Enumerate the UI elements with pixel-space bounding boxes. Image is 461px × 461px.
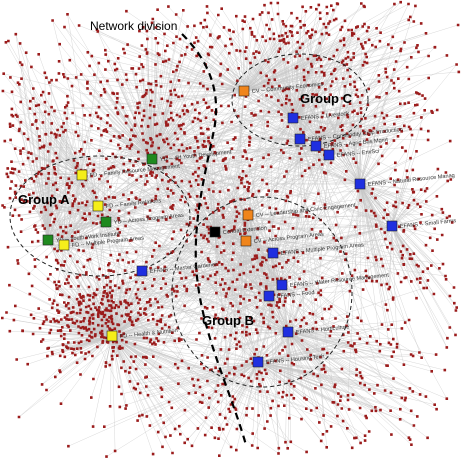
hub-node-efans bbox=[263, 290, 275, 302]
hub-label: EFANS -- Horticulture bbox=[296, 324, 350, 336]
hub-label: FD -- Family Relations bbox=[106, 198, 162, 210]
group-b-outline bbox=[171, 196, 353, 388]
hub-label: Central Extension bbox=[223, 225, 268, 236]
hub-central-extension: Central Extension bbox=[209, 225, 268, 238]
hub-node-fd bbox=[92, 200, 104, 212]
hub-fd-family-relations: FD -- Family Relations bbox=[92, 198, 162, 212]
hub-node-cv bbox=[238, 85, 250, 97]
hub-node-efans bbox=[354, 178, 366, 190]
hub-node-efans bbox=[267, 247, 279, 259]
hub-node-cv bbox=[240, 235, 252, 247]
hub-efans-horticulture: EFANS -- Horticulture bbox=[282, 324, 350, 338]
hub-node-fd bbox=[106, 330, 118, 342]
hub-node-efans bbox=[287, 112, 299, 124]
hub-node-efans bbox=[282, 326, 294, 338]
hub-node-efans bbox=[386, 220, 398, 232]
hub-label: EFANS -- Small Farms bbox=[400, 218, 457, 230]
group-a-outline bbox=[9, 155, 191, 277]
hub-label: EFANS -- EnvSci bbox=[337, 149, 380, 159]
hub-efans-food: EFANS -- Food bbox=[263, 290, 315, 302]
annotation-layer: Network division Group A Group B Group C bbox=[18, 19, 353, 328]
group-c-label: Group C bbox=[300, 91, 353, 106]
group-c-outline bbox=[231, 53, 369, 147]
hub-node-cv bbox=[242, 209, 254, 221]
hub-node-efans bbox=[252, 356, 264, 368]
hub-node-center bbox=[209, 226, 221, 238]
group-b-label: Group B bbox=[202, 313, 254, 328]
group-outline-layer bbox=[9, 33, 369, 446]
hub-efans-small-farms: EFANS -- Small Farms bbox=[386, 218, 457, 232]
hub-node-efans bbox=[136, 265, 148, 277]
hub-label: FD -- Health & Nutrition bbox=[120, 328, 178, 340]
hub-node-yd bbox=[42, 234, 54, 246]
hub-node-efans bbox=[310, 140, 322, 152]
hub-label: EFANS -- Livestock bbox=[301, 111, 350, 122]
hub-node-fd bbox=[58, 239, 70, 251]
group-a-label: Group A bbox=[18, 192, 70, 207]
hub-label: EFANS -- Food bbox=[277, 290, 315, 300]
hub-node-efans bbox=[294, 133, 306, 145]
network-division-label: Network division bbox=[90, 19, 177, 33]
hub-node-efans bbox=[323, 149, 335, 161]
network-division-line bbox=[181, 33, 248, 446]
hub-node-yd bbox=[100, 216, 112, 228]
hub-node-yd bbox=[146, 153, 158, 165]
hub-efans-envsci: EFANS -- EnvSci bbox=[323, 149, 380, 161]
hub-node-fd bbox=[76, 169, 88, 181]
hub-node-efans bbox=[276, 279, 288, 291]
hub-efans-livestock: EFANS -- Livestock bbox=[287, 111, 350, 124]
